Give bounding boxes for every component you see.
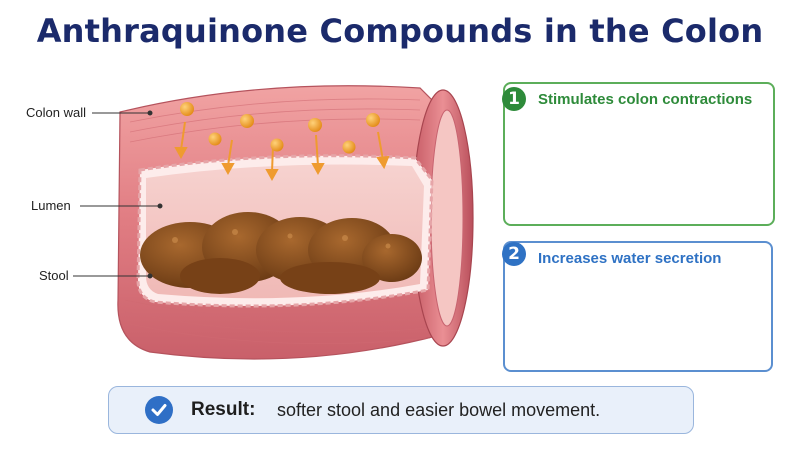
label-lumen: Lumen [31,198,71,213]
panel-2-title: Increases water secretion [538,250,722,267]
step-badge-2: 2 [502,242,526,266]
leader-lines [73,110,163,279]
anthraquinone-particles [174,102,390,182]
label-stool: Stool [39,268,69,283]
stool-mass [140,212,422,294]
checkmark-icon [145,396,173,424]
panel-1-title: Stimulates colon contractions [538,91,753,108]
result-box: Result: softer stool and easier bowel mo… [108,386,694,434]
label-colon-wall: Colon wall [26,105,86,120]
result-text: softer stool and easier bowel movement. [277,400,601,420]
result-label: Result: [191,399,256,420]
panel-water-secretion [503,241,773,372]
panel-contractions [503,82,775,226]
step-badge-1: 1 [502,87,526,111]
page-title: Anthraquinone Compounds in the Colon [36,12,764,50]
